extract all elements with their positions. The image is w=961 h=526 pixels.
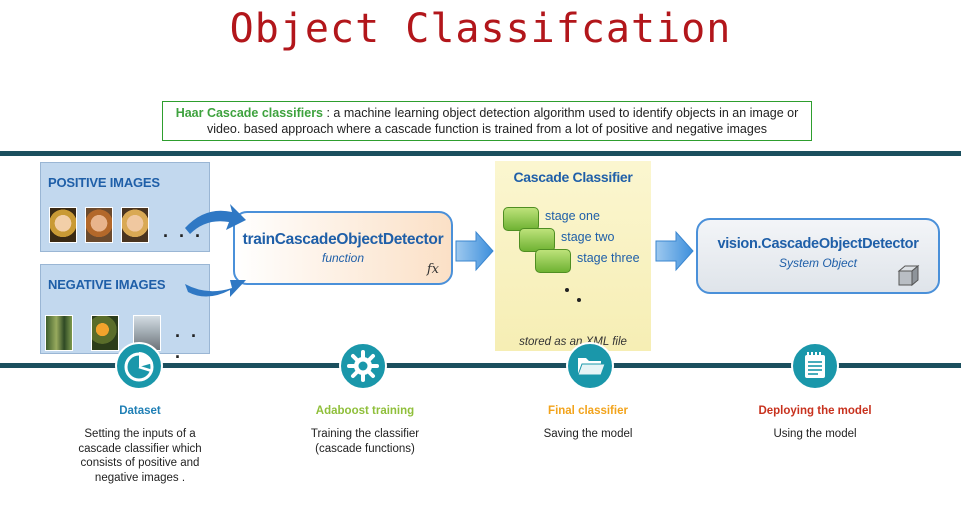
continuation-dot — [577, 298, 581, 302]
negative-image-thumb — [91, 315, 119, 351]
step-circle-dataset — [115, 342, 163, 390]
negative-images-label: NEGATIVE IMAGES — [48, 277, 166, 292]
cascade-classifier-box: Cascade Classifier stage one stage two s… — [495, 161, 651, 351]
positive-image-thumb — [49, 207, 77, 243]
folder-icon — [577, 358, 606, 376]
page-title: Object Classifcation — [229, 6, 732, 52]
step-title-dataset: Dataset — [119, 405, 161, 417]
stage-label: stage three — [577, 251, 640, 265]
continuation-dot — [565, 288, 569, 292]
fx-icon: fx — [426, 262, 439, 277]
pie-chart-icon — [124, 352, 154, 382]
train-function-subtitle: function — [321, 251, 365, 265]
stage-label: stage one — [545, 209, 600, 223]
system-object-subtitle: System Object — [778, 256, 858, 270]
negative-image-thumb — [45, 315, 73, 351]
intro-highlight: Haar Cascade classifiers — [175, 106, 324, 120]
notepad-icon — [805, 352, 825, 378]
positive-image-thumb — [121, 207, 149, 243]
step-title-training: Adaboost training — [315, 405, 415, 417]
stage-block — [519, 228, 555, 252]
top-divider — [0, 151, 961, 156]
step-desc-final: Saving the model — [543, 428, 633, 440]
cube-icon — [897, 264, 920, 287]
step-desc-training: Training the classifier (cascade functio… — [310, 428, 420, 455]
negative-curved-arrow — [185, 280, 246, 297]
train-function-name: trainCascadeObjectDetector — [242, 231, 444, 248]
arrow-to-system-object — [655, 230, 694, 272]
arrow-to-classifier — [455, 230, 494, 272]
step-circle-final — [566, 342, 614, 390]
step-circle-deploy — [791, 342, 839, 390]
system-object-name: vision.CascadeObjectDetector — [717, 236, 919, 252]
step-desc-dataset: Setting the inputs of a cascade classifi… — [78, 428, 202, 484]
negative-ellipsis: . . . — [175, 321, 200, 362]
gear-icon — [347, 350, 379, 382]
system-object-box: vision.CascadeObjectDetector System Obje… — [696, 218, 940, 294]
stage-label: stage two — [561, 230, 615, 244]
positive-images-panel: POSITIVE IMAGES . . . — [40, 162, 210, 252]
cascade-classifier-title: Cascade Classifier — [513, 169, 633, 185]
intro-text: : a machine learning object detection al… — [206, 106, 799, 136]
train-function-box: trainCascadeObjectDetector function fx — [233, 211, 453, 285]
step-circle-training — [339, 342, 387, 390]
bottom-divider — [0, 363, 961, 368]
positive-image-thumb — [85, 207, 113, 243]
stage-block — [535, 249, 571, 273]
intro-box: Haar Cascade classifiers : a machine lea… — [162, 101, 812, 141]
step-title-deploy: Deploying the model — [758, 405, 872, 417]
positive-curved-arrow — [185, 204, 246, 234]
positive-images-label: POSITIVE IMAGES — [48, 175, 160, 190]
step-desc-deploy: Using the model — [773, 428, 857, 440]
step-title-final: Final classifier — [548, 405, 628, 417]
